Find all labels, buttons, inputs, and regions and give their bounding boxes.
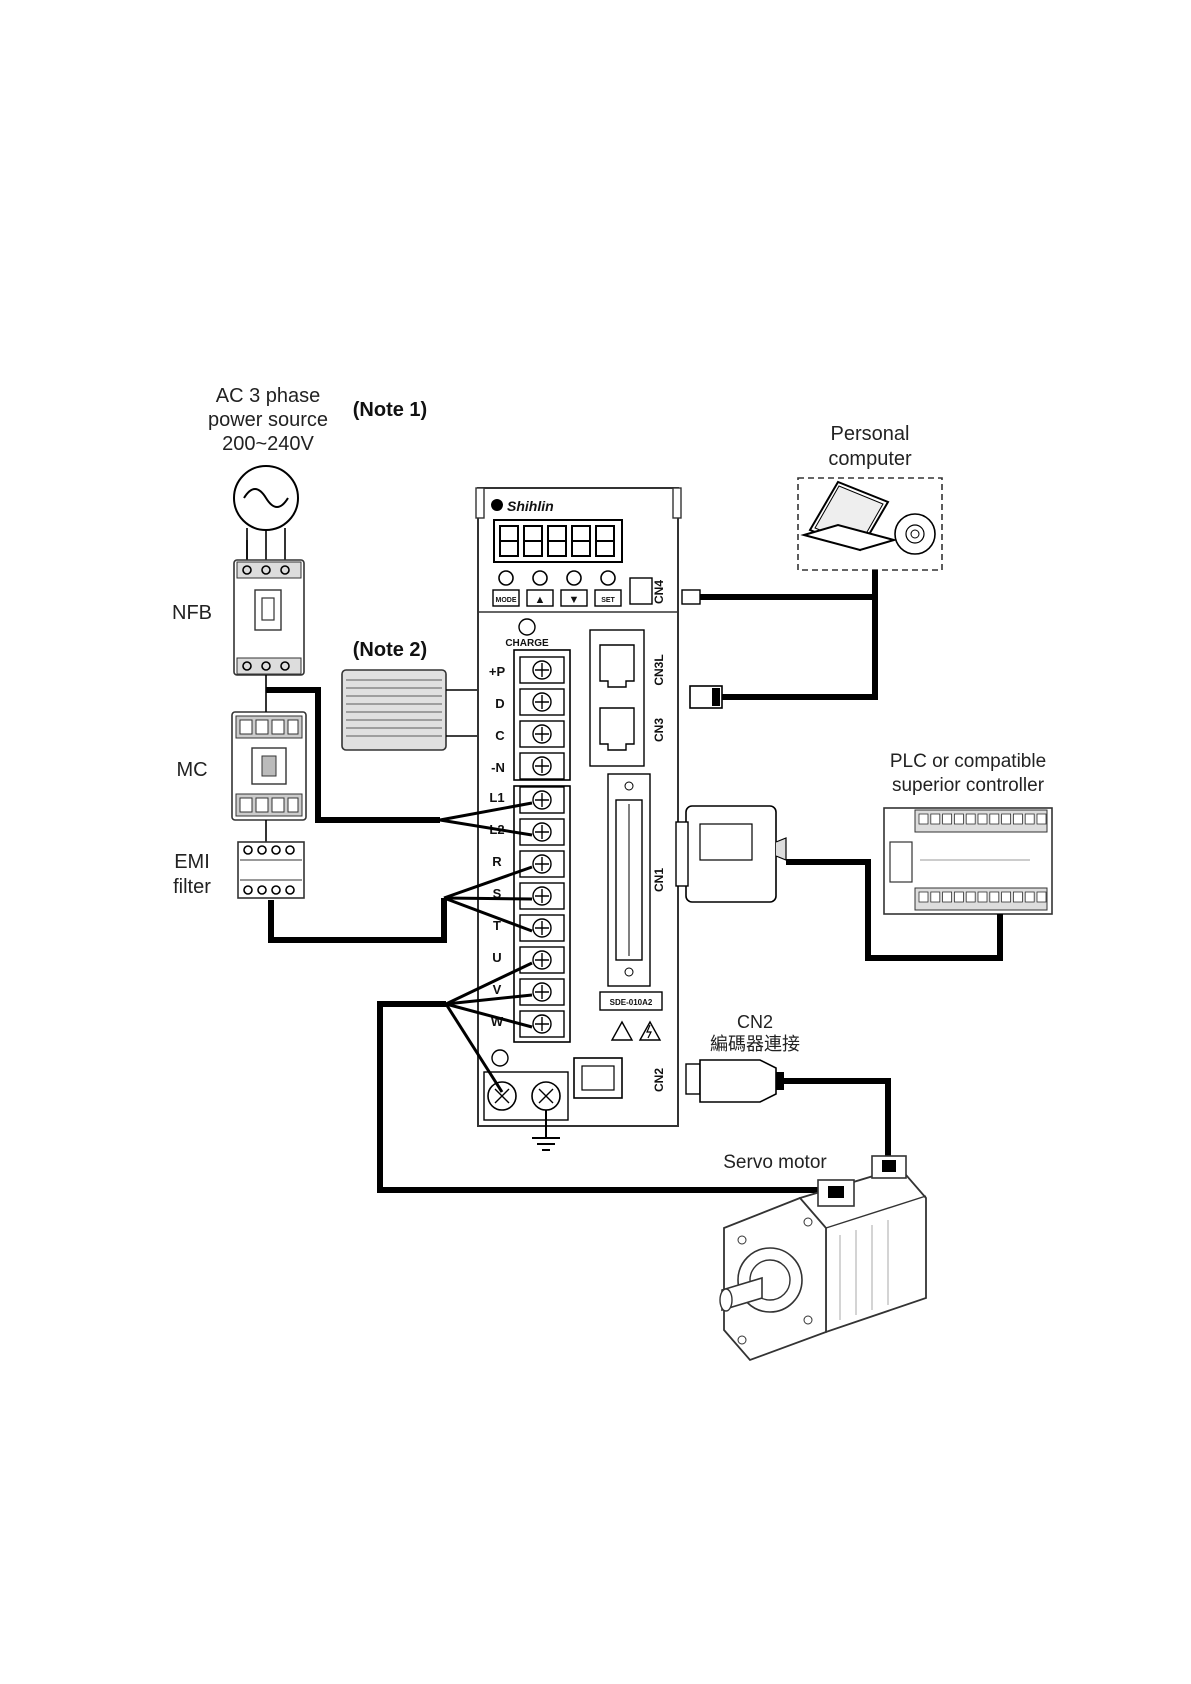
personal-computer: Personal computer [798, 423, 942, 570]
charge-label: CHARGE [505, 638, 549, 649]
cn2-cable-line1: CN2 [737, 1012, 773, 1032]
note1-label: (Note 1) [353, 399, 427, 421]
plc-terminal [1013, 892, 1022, 902]
up-key-label: ▲ [535, 594, 546, 606]
terminal-r-label: R [492, 854, 502, 869]
plc-terminal [978, 892, 987, 902]
plc-label-line2: superior controller [892, 775, 1045, 796]
power-source-line2: power source [208, 409, 328, 431]
plc-terminal [919, 892, 928, 902]
terminal-block [514, 650, 570, 1042]
plc-controller: PLC or compatible superior controller [884, 751, 1052, 914]
cn1-label: CN1 [652, 868, 666, 892]
ground-mark-icon [492, 1050, 508, 1066]
regen-resistor [342, 670, 493, 750]
terminal-d-label: D [495, 696, 504, 711]
pc-cables [682, 570, 875, 708]
terminal-n-label: -N [491, 760, 505, 775]
mc-contactor: MC [176, 712, 306, 820]
cn2-plug [700, 1060, 776, 1102]
plc-terminal [931, 814, 940, 824]
plc-terminal [990, 814, 999, 824]
cn4-label: CN4 [652, 580, 666, 604]
plc-terminal [919, 814, 928, 824]
plc-terminal [954, 814, 963, 824]
power-source-line1: AC 3 phase [216, 385, 321, 407]
plc-label-line1: PLC or compatible [890, 751, 1046, 772]
cn2-cable-line2: 編碼器連接 [710, 1034, 800, 1054]
plc-terminal [1025, 814, 1034, 824]
down-key-label: ▼ [569, 594, 580, 606]
cn3-port [600, 708, 634, 750]
plc-terminal [943, 814, 952, 824]
plc-terminal [990, 892, 999, 902]
plc-terminal [1037, 892, 1046, 902]
plc-terminal [966, 814, 975, 824]
plc-terminal [1013, 814, 1022, 824]
plc-terminal [931, 892, 940, 902]
power-source-line3: 200~240V [222, 433, 314, 455]
plc-terminal [954, 892, 963, 902]
plc-terminal [1002, 814, 1011, 824]
terminal-v-label: V [493, 982, 502, 997]
pc-label-line1: Personal [831, 423, 910, 445]
mc-label: MC [176, 759, 207, 781]
emi-label-line2: filter [173, 876, 211, 898]
terminal-l1-label: L1 [489, 790, 504, 805]
plc-terminal [1002, 892, 1011, 902]
emi-filter: EMI filter [173, 842, 304, 898]
plc-terminal [966, 892, 975, 902]
cn2-cable [686, 1060, 888, 1160]
servo-drive: Shihlin MODE ▲ ▼ SET CN4 CHARGE [476, 488, 681, 1150]
terminal-u-label: U [492, 950, 501, 965]
plc-terminal [978, 814, 987, 824]
brand-label: Shihlin [507, 498, 554, 514]
terminal-c-label: C [495, 728, 505, 743]
servo-motor-label: Servo motor [723, 1152, 827, 1173]
nfb-breaker: NFB [172, 560, 304, 675]
brand-logo-icon [491, 499, 503, 511]
model-label: SDE-010A2 [610, 998, 653, 1007]
note2-label: (Note 2) [353, 639, 427, 661]
charge-lamp [519, 619, 535, 635]
cn2-label: CN2 [652, 1068, 666, 1092]
cn4-plug [682, 590, 700, 604]
set-key-label: SET [601, 597, 615, 604]
servo-motor [720, 1156, 926, 1360]
plc-terminal [1025, 892, 1034, 902]
mode-key-label: MODE [496, 597, 517, 604]
nfb-label: NFB [172, 602, 212, 624]
cn3l-port [600, 645, 634, 687]
power-source: AC 3 phase power source 200~240V [208, 385, 328, 560]
pc-label-line2: computer [828, 448, 912, 470]
cn3l-label: CN3L [652, 654, 666, 685]
cn4-port [630, 578, 652, 604]
cn3-label: CN3 [652, 718, 666, 742]
plc-terminal [943, 892, 952, 902]
terminal-p-label: +P [489, 664, 506, 679]
plc-terminal [1037, 814, 1046, 824]
emi-label-line1: EMI [174, 851, 210, 873]
